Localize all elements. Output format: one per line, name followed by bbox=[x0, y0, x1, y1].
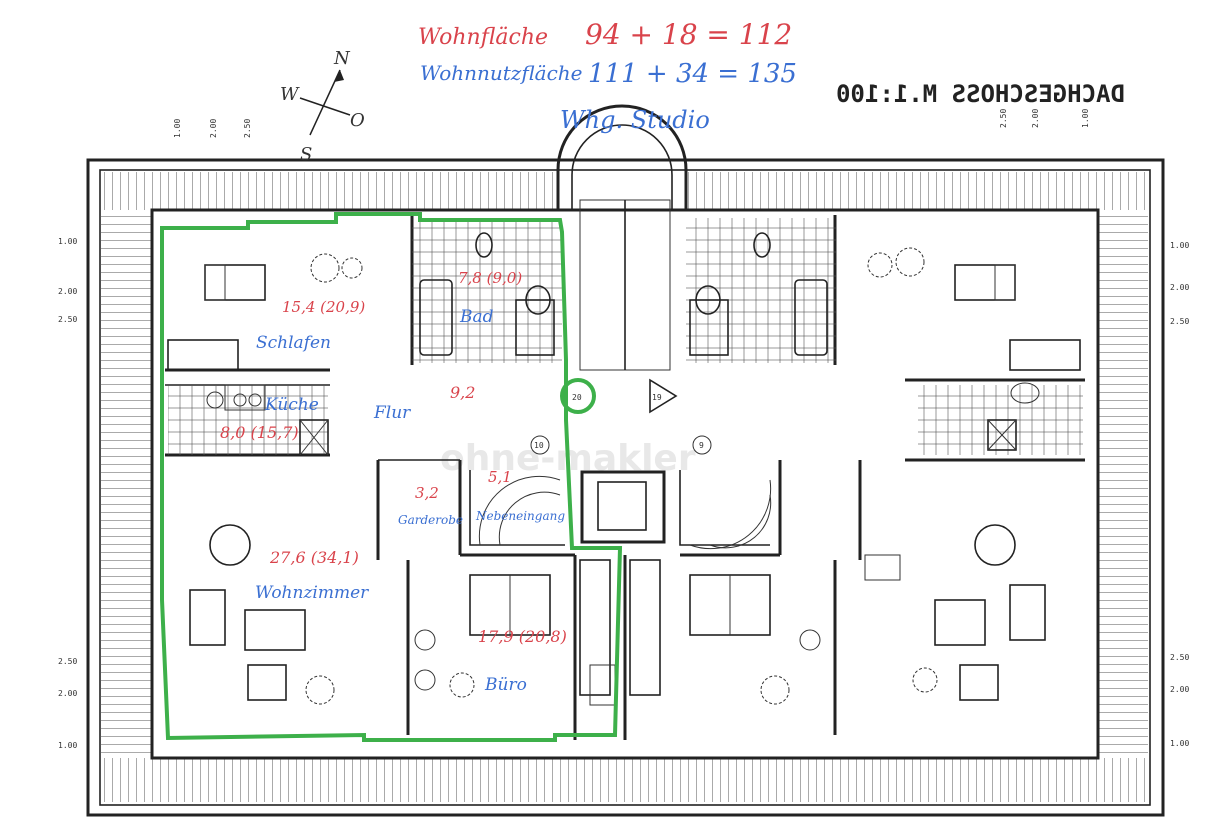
dims-top-right: 2.50 2.00 1.00 bbox=[999, 109, 1090, 128]
roof-outline bbox=[86, 158, 1165, 817]
stair-marker-lower-right: 9 bbox=[692, 435, 712, 455]
room-buero: 17,9 (20,8) Büro bbox=[478, 627, 567, 695]
svg-text:19: 19 bbox=[652, 393, 662, 402]
bathroom-fixtures bbox=[419, 232, 828, 356]
svg-text:N: N bbox=[333, 48, 351, 69]
svg-text:Küche: Küche bbox=[264, 395, 319, 415]
furniture-right bbox=[629, 264, 1081, 701]
wohnnutzflaeche-label: Wohnnutzfläche bbox=[420, 61, 583, 85]
room-garderobe: 3,2 Garderobe bbox=[398, 484, 463, 527]
svg-text:Schlafen: Schlafen bbox=[256, 333, 331, 353]
svg-text:Nebeneingang: Nebeneingang bbox=[475, 509, 565, 523]
compass: N W O S bbox=[280, 48, 365, 165]
svg-text:2.00: 2.00 bbox=[58, 689, 77, 698]
plan-title: DACHGESCHOSS M.1:100 bbox=[836, 80, 1125, 108]
svg-text:W: W bbox=[280, 84, 300, 105]
unit-label: Whg. Studio bbox=[560, 106, 710, 134]
room-flur: 9,2 Flur bbox=[373, 383, 475, 423]
svg-text:2.50: 2.50 bbox=[243, 119, 252, 138]
svg-text:7,8 (9,0): 7,8 (9,0) bbox=[458, 269, 522, 287]
svg-text:O: O bbox=[350, 110, 365, 131]
stair-marker-lower-left: 10 bbox=[530, 435, 550, 455]
svg-text:Garderobe: Garderobe bbox=[398, 513, 463, 527]
lower-stairs bbox=[469, 470, 772, 550]
svg-text:Bad: Bad bbox=[459, 307, 494, 327]
dims-top-left: 1.00 2.00 2.50 bbox=[173, 119, 252, 138]
svg-text:2.50: 2.50 bbox=[999, 109, 1008, 128]
svg-text:1.00: 1.00 bbox=[1081, 109, 1090, 128]
svg-text:2.50: 2.50 bbox=[58, 315, 77, 324]
svg-text:1.00: 1.00 bbox=[1170, 739, 1189, 748]
interior-walls-right bbox=[623, 215, 1085, 740]
svg-text:Büro: Büro bbox=[484, 675, 527, 695]
wohnflaeche-formula: 94 + 18 = 112 bbox=[585, 18, 792, 51]
svg-text:8,0 (15,7): 8,0 (15,7) bbox=[220, 423, 299, 442]
svg-text:17,9 (20,8): 17,9 (20,8) bbox=[478, 627, 567, 646]
apartment-outline bbox=[160, 212, 623, 742]
stair-marker-up: 20 bbox=[560, 378, 596, 414]
stair-marker-down: 19 bbox=[649, 378, 678, 414]
stair-tower bbox=[556, 104, 688, 544]
room-bad: 7,8 (9,0) Bad bbox=[458, 269, 522, 327]
svg-text:27,6 (34,1): 27,6 (34,1) bbox=[269, 548, 359, 567]
svg-text:2.00: 2.00 bbox=[58, 287, 77, 296]
svg-text:9: 9 bbox=[699, 441, 704, 450]
svg-text:1.00: 1.00 bbox=[58, 741, 77, 750]
plants bbox=[305, 247, 938, 705]
wohnflaeche-label: Wohnfläche bbox=[418, 25, 548, 50]
wohnnutzflaeche-formula: 111 + 34 = 135 bbox=[588, 59, 797, 89]
kitchen-left bbox=[206, 391, 329, 456]
room-eingang: 5,1 Nebeneingang bbox=[475, 468, 565, 523]
dims-side-left: 1.00 2.00 2.50 2.50 2.00 1.00 bbox=[58, 237, 77, 750]
area-summary: Wohnfläche 94 + 18 = 112 Wohnnutzfläche … bbox=[418, 18, 797, 134]
svg-text:3,2: 3,2 bbox=[415, 484, 439, 502]
svg-text:Flur: Flur bbox=[373, 403, 411, 423]
svg-text:15,4 (20,9): 15,4 (20,9) bbox=[282, 298, 365, 316]
svg-text:1.00: 1.00 bbox=[58, 237, 77, 246]
svg-text:2.50: 2.50 bbox=[1170, 317, 1189, 326]
kitchen-right bbox=[987, 382, 1040, 451]
svg-text:Wohnzimmer: Wohnzimmer bbox=[255, 583, 369, 603]
svg-text:S: S bbox=[300, 144, 312, 165]
svg-text:2.00: 2.00 bbox=[209, 119, 218, 138]
svg-text:10: 10 bbox=[534, 441, 544, 450]
furniture-left bbox=[167, 264, 616, 706]
svg-text:2.00: 2.00 bbox=[1170, 685, 1189, 694]
svg-text:2.00: 2.00 bbox=[1031, 109, 1040, 128]
room-kueche: Küche 8,0 (15,7) bbox=[220, 395, 319, 442]
room-wohnzimmer: 27,6 (34,1) Wohnzimmer bbox=[255, 548, 369, 603]
svg-text:20: 20 bbox=[572, 393, 582, 402]
svg-text:1.00: 1.00 bbox=[1170, 241, 1189, 250]
room-schlafen: 15,4 (20,9) Schlafen bbox=[256, 298, 365, 353]
dims-side-right: 1.00 2.00 2.50 2.50 2.00 1.00 bbox=[1170, 241, 1189, 748]
svg-text:2.50: 2.50 bbox=[1170, 653, 1189, 662]
svg-text:9,2: 9,2 bbox=[450, 383, 475, 402]
svg-text:2.50: 2.50 bbox=[58, 657, 77, 666]
svg-text:2.00: 2.00 bbox=[1170, 283, 1189, 292]
svg-text:1.00: 1.00 bbox=[173, 119, 182, 138]
svg-text:5,1: 5,1 bbox=[488, 468, 512, 486]
